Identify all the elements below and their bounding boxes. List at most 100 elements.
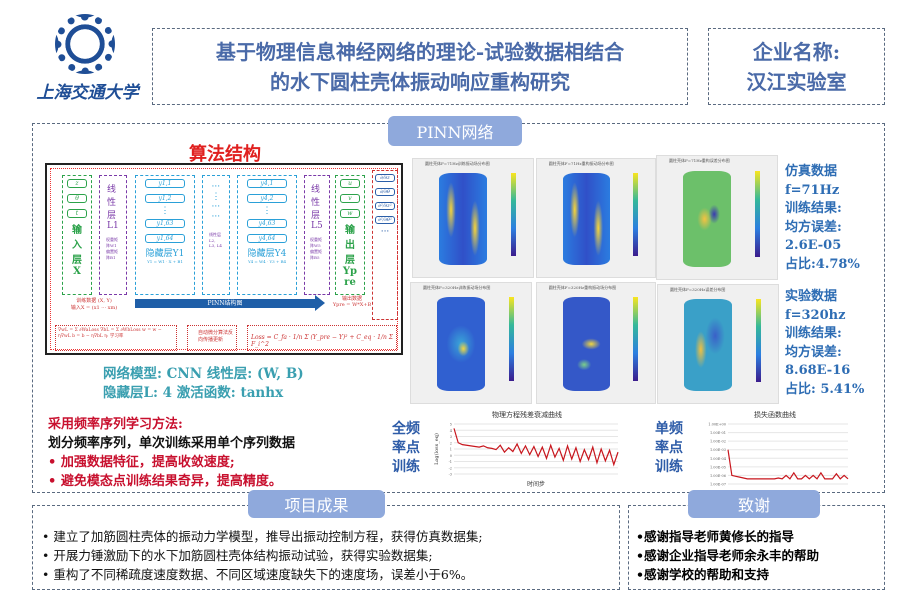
derivative-operators: ∂/∂z ∂/∂θ ∂²/∂z² ∂²/∂θ² ··· xyxy=(372,170,398,320)
thanks-item: 感谢指导老师黄修长的指导 xyxy=(644,529,795,544)
output-data-label: 输出数据 xyxy=(341,296,362,302)
output-layer: u v w 输出层Ypre xyxy=(335,175,365,295)
title-line-1: 基于物理信息神经网络的理论-试验数据相结合 xyxy=(215,39,625,64)
linear1-note: 权重矩阵W1 偏置矩阵B1 xyxy=(106,237,118,260)
sim-l6: 占比:4.78% xyxy=(785,256,860,272)
series-line xyxy=(727,449,849,480)
middle-layers: ···⋮······ 线性层L2, L3, L4 xyxy=(202,175,230,295)
mid-note: 线性层L2, L3, L4 xyxy=(209,232,222,248)
y-tick-label: -2 xyxy=(449,466,452,470)
colorbar xyxy=(633,173,639,256)
thanks-list: •感谢指导老师黄修长的指导 •感谢企业指导老师余永丰的帮助 •感谢学校的帮助和支… xyxy=(636,529,820,582)
hidden1-label: 隐藏层Y1 xyxy=(145,249,185,259)
y-tick-label: 2 xyxy=(450,441,452,445)
y-tick-label: 4 xyxy=(450,429,453,433)
cylinder-shell xyxy=(439,173,488,266)
x-axis-label: 时间步 xyxy=(527,480,545,488)
result-item: 重构了不同稀疏度速度数据、不同区域速度缺失下的速度场，误差小于6%。 xyxy=(42,565,483,584)
university-name: 上海交通大学 xyxy=(36,83,139,103)
heatmap-title: 圆柱壳体F=320Hz重构振动场分布图 xyxy=(548,285,617,290)
company-box: 企业名称: 汉江实验室 xyxy=(708,28,885,105)
y-tick-label: 1 xyxy=(450,448,452,452)
colorbar xyxy=(633,297,639,382)
exp-l3: 训练结果: xyxy=(785,326,842,341)
deriv-node: ∂/∂θ xyxy=(375,188,395,196)
hidden-layer-1: y1,1 y1,2 ⋮ y1,63 y1,64 隐藏层Y1 Y1 = W1 · … xyxy=(135,175,195,295)
vibration-heatmap: 圆柱壳体F=71Hz训练振动场分布图 xyxy=(412,158,534,278)
autodiff-note: 自动微分算法反向传播更新 xyxy=(187,325,237,351)
thanks-item: 感谢企业指导老师余永丰的帮助 xyxy=(644,548,820,563)
pinn-arrow: PINN结构图 xyxy=(135,299,315,308)
pinn-tab: PINN网络 xyxy=(388,116,522,146)
heatmap-title: 圆柱壳体F=71Hz重构误差分布图 xyxy=(669,158,730,163)
company-name: 汉江实验室 xyxy=(746,69,847,94)
y-tick-label: -3 xyxy=(449,473,452,477)
cylinder-shell xyxy=(562,173,611,266)
hidden-node: y4,2 xyxy=(247,194,287,203)
result-item: 建立了加筋圆柱壳体的振动力学模型，推导出振动控制方程，获得仿真数据集; xyxy=(42,527,482,546)
output-node: w xyxy=(340,209,360,218)
method-block: 采用频率序列学习方法: 划分频率序列，单次训练采用单个序列数据 • 加强数据特征… xyxy=(48,417,296,489)
y-tick-label: 1.00E-02 xyxy=(710,440,726,444)
input-layer-label: 输入层X xyxy=(72,225,82,277)
loss-chart: 损失函数曲线1.00E+001.00E-011.00E-021.00E-031.… xyxy=(708,410,849,487)
exp-l1: 实验数据 xyxy=(785,289,838,304)
exp-l2: f=320hz xyxy=(785,307,846,323)
cylinder-shell xyxy=(684,299,733,392)
deriv-node: ∂/∂z xyxy=(375,174,395,182)
sim-l4: 均方误差: xyxy=(785,219,842,235)
results-list: 建立了加筋圆柱壳体的振动力学模型，推导出振动控制方程，获得仿真数据集; 开展力锤… xyxy=(42,527,483,584)
update-equation: ∇wL = Σ ∂WaLoss ∇bL = Σ ∂WbLoss w = w − … xyxy=(55,325,177,351)
network-params: 网络模型: CNN 线性层: (W, B) 隐藏层L: 4 激活函数: tanh… xyxy=(103,365,304,403)
sim-l3: 训练结果: xyxy=(785,201,842,216)
sim-l5: 2.6E-05 xyxy=(785,238,842,253)
company-label: 企业名称: xyxy=(752,39,841,64)
hidden-node: y1,2 xyxy=(145,194,185,203)
method-desc: 划分频率序列，单次训练采用单个序列数据 xyxy=(48,436,296,451)
train-data: 训练数据 (X, Y)输入X = (x1 ··· xm) xyxy=(59,297,129,311)
input-node: z xyxy=(67,179,87,188)
vibration-heatmap: 圆柱壳体F=320Hz重构振动场分布图 xyxy=(536,282,656,404)
vibration-heatmap: 圆柱壳体F=320Hz训练振动场分布图 xyxy=(410,282,532,404)
method-point: 加强数据特征，提高收敛速度; xyxy=(60,455,235,470)
poster-title: 基于物理信息神经网络的理论-试验数据相结合 的水下圆柱壳体振动响应重构研究 xyxy=(152,28,688,105)
hidden-layer-4: y4,1 y4,2 ⋮ y4,63 y4,64 隐藏层Y4 Y4 = W4 · … xyxy=(237,175,297,295)
hidden-node: y1,64 xyxy=(145,234,185,243)
hidden-node: y4,63 xyxy=(247,219,287,228)
result-item: 开展力锤激励下的水下加筋圆柱壳体结构振动试验，获得实验数据集; xyxy=(42,546,483,565)
y-tick-label: 1.00E-05 xyxy=(710,465,726,469)
thanks-item: 感谢学校的帮助和支持 xyxy=(644,567,770,582)
y-tick-label: 1.00E-04 xyxy=(710,457,727,461)
cylinder-shell xyxy=(562,297,611,391)
output-node: u xyxy=(340,179,360,188)
deriv-node: ∂²/∂θ² xyxy=(375,216,395,224)
chart-title: 物理方程残差衰减曲线 xyxy=(492,410,562,419)
vibration-heatmap: 圆柱壳体F=320Hz误差分布图 xyxy=(657,284,779,404)
series-line xyxy=(453,428,619,467)
method-point: 避免模态点训练结果奇异，提高精度。 xyxy=(60,474,282,489)
output-node: v xyxy=(340,194,360,203)
heatmap-title: 圆柱壳体F=71Hz训练振动场分布图 xyxy=(425,161,490,166)
hidden-node: y1,1 xyxy=(145,179,185,188)
input-layer: z θ t 输入层X xyxy=(62,175,92,295)
colorbar xyxy=(756,299,762,382)
hidden4-label: 隐藏层Y4 xyxy=(247,249,287,259)
colorbar xyxy=(511,173,517,256)
deriv-more: ··· xyxy=(380,227,390,237)
title-line-2: 的水下圆柱壳体振动响应重构研究 xyxy=(270,69,570,94)
y-tick-label: -1 xyxy=(449,460,452,464)
hidden1-eq: Y1 = W1 · X + B1 xyxy=(147,259,183,264)
method-title: 采用频率序列学习方法: xyxy=(48,417,183,432)
y-tick-label: 1.00E-07 xyxy=(710,483,726,487)
sim-l1: 仿真数据 xyxy=(785,164,838,179)
heatmap-title: 圆柱壳体F=71Hz重构振动场分布图 xyxy=(548,161,614,166)
colorbar xyxy=(509,297,515,382)
linear-layer-1: 线性层L1 权重矩阵W1 偏置矩阵B1 xyxy=(99,175,127,295)
params-line-2: 隐藏层L: 4 激活函数: tanhx xyxy=(103,385,284,401)
results-tab: 项目成果 xyxy=(248,490,385,518)
pinn-arrow-label: PINN结构图 xyxy=(207,300,243,307)
y-tick-label: 0 xyxy=(450,454,452,458)
